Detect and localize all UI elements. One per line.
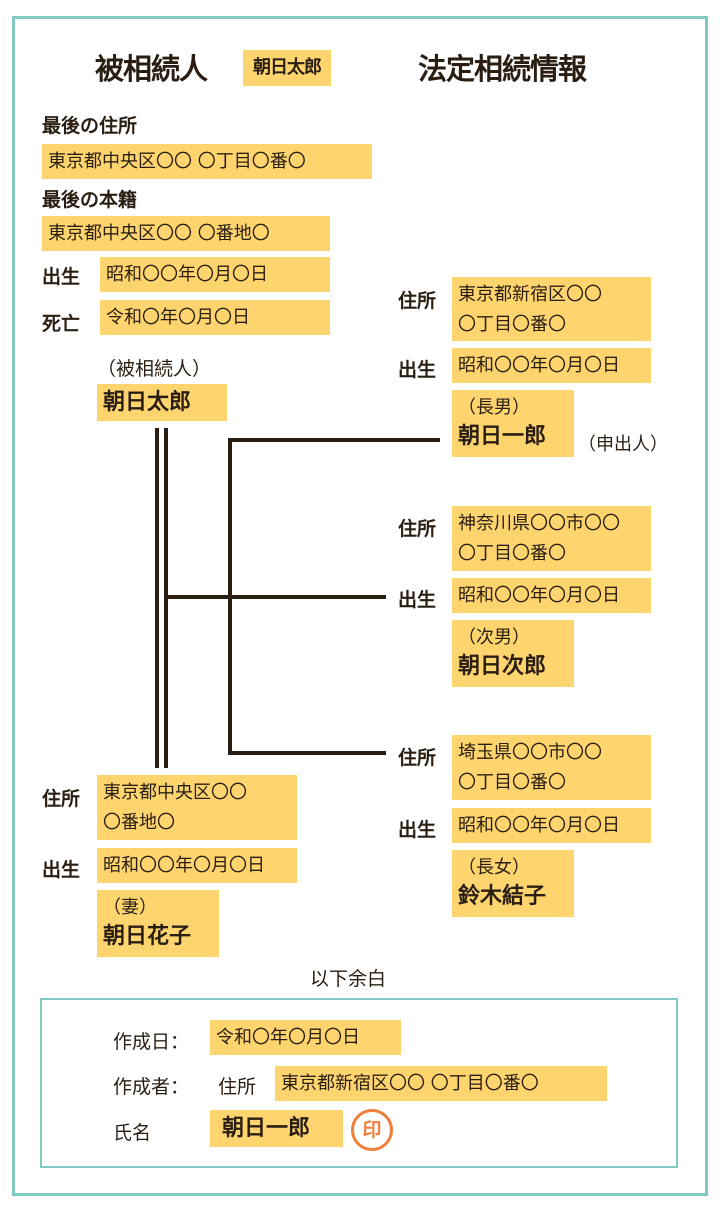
birth-value: 昭和〇〇年〇月〇日 xyxy=(100,257,330,292)
child2-name-box: （次男） 朝日次郎 xyxy=(452,620,574,687)
decedent-name: 朝日太郎 xyxy=(97,384,227,421)
child1-birth: 昭和〇〇年〇月〇日 xyxy=(452,348,651,383)
certificate-box xyxy=(40,998,678,1168)
marriage-line-left xyxy=(155,428,159,768)
remainder-blank: 以下余白 xyxy=(310,968,387,990)
date-value: 令和〇年〇月〇日 xyxy=(210,1020,401,1055)
relation: （長男） xyxy=(458,397,530,418)
outer-frame xyxy=(12,16,708,1196)
date-label: 作成日： xyxy=(113,1031,190,1053)
child2-birth-label: 出生 xyxy=(398,589,437,611)
address-line: 〇丁目〇番〇 xyxy=(458,314,566,335)
last-address-value: 東京都中央区〇〇 〇丁目〇番〇 xyxy=(42,144,372,179)
relation: （妻） xyxy=(103,897,157,918)
title-suffix: 法定相続情報 xyxy=(418,52,587,86)
child1-birth-label: 出生 xyxy=(398,359,437,381)
creator-label: 作成者： xyxy=(113,1076,190,1098)
title-name: 朝日太郎 xyxy=(243,50,331,86)
decedent-relation: （被相続人） xyxy=(97,358,212,380)
seal-stamp-icon: 印 xyxy=(351,1109,393,1151)
child1-address: 東京都新宿区〇〇〇丁目〇番〇 xyxy=(452,277,651,341)
domicile-value: 東京都中央区〇〇 〇番地〇 xyxy=(42,216,330,251)
creator-name: 朝日一郎 xyxy=(210,1110,343,1147)
child3-address-label: 住所 xyxy=(398,747,437,769)
name: 朝日花子 xyxy=(103,924,192,949)
child3-address: 埼玉県〇〇市〇〇〇丁目〇番〇 xyxy=(452,735,651,800)
spouse-address-label: 住所 xyxy=(42,788,81,810)
last-address-label: 最後の住所 xyxy=(42,115,138,137)
child2-address: 神奈川県〇〇市〇〇〇丁目〇番〇 xyxy=(452,506,651,571)
birth-label: 出生 xyxy=(42,266,81,288)
creator-address: 東京都新宿区〇〇 〇丁目〇番〇 xyxy=(275,1066,607,1101)
spouse-name-box: （妻） 朝日花子 xyxy=(97,890,219,957)
address-line: 〇番地〇 xyxy=(103,812,175,833)
child2-address-label: 住所 xyxy=(398,518,437,540)
child1-branch-line xyxy=(228,438,440,442)
spouse-address: 東京都中央区〇〇〇番地〇 xyxy=(97,775,297,840)
child3-branch-line xyxy=(228,751,386,755)
name: 朝日一郎 xyxy=(458,424,547,449)
name: 鈴木結子 xyxy=(458,884,547,909)
child2-birth: 昭和〇〇年〇月〇日 xyxy=(452,578,651,613)
address-line: 東京都中央区〇〇 xyxy=(103,782,247,803)
spouse-birth: 昭和〇〇年〇月〇日 xyxy=(97,848,297,883)
child3-name-box: （長女） 鈴木結子 xyxy=(452,850,574,917)
death-label: 死亡 xyxy=(42,313,81,335)
child1-name-box: （長男） 朝日一郎 xyxy=(452,390,574,457)
relation: （次男） xyxy=(458,627,530,648)
applicant-note: （申出人） xyxy=(578,434,668,455)
descent-line xyxy=(166,595,386,599)
address-line: 〇丁目〇番〇 xyxy=(458,543,566,564)
name-label: 氏名 xyxy=(113,1122,152,1144)
child1-address-label: 住所 xyxy=(398,290,437,312)
address-line: 神奈川県〇〇市〇〇 xyxy=(458,513,620,534)
child3-birth: 昭和〇〇年〇月〇日 xyxy=(452,808,651,843)
address-line: 〇丁目〇番〇 xyxy=(458,772,566,793)
domicile-label: 最後の本籍 xyxy=(42,189,138,211)
children-trunk-line xyxy=(228,438,232,755)
address-line: 埼玉県〇〇市〇〇 xyxy=(458,742,602,763)
creator-address-label: 住所 xyxy=(218,1076,257,1098)
name: 朝日次郎 xyxy=(458,654,547,679)
death-value: 令和〇年〇月〇日 xyxy=(100,300,330,335)
spouse-birth-label: 出生 xyxy=(42,859,81,881)
child3-birth-label: 出生 xyxy=(398,819,437,841)
relation: （長女） xyxy=(458,857,530,878)
title-prefix: 被相続人 xyxy=(95,52,208,86)
address-line: 東京都新宿区〇〇 xyxy=(458,284,602,305)
